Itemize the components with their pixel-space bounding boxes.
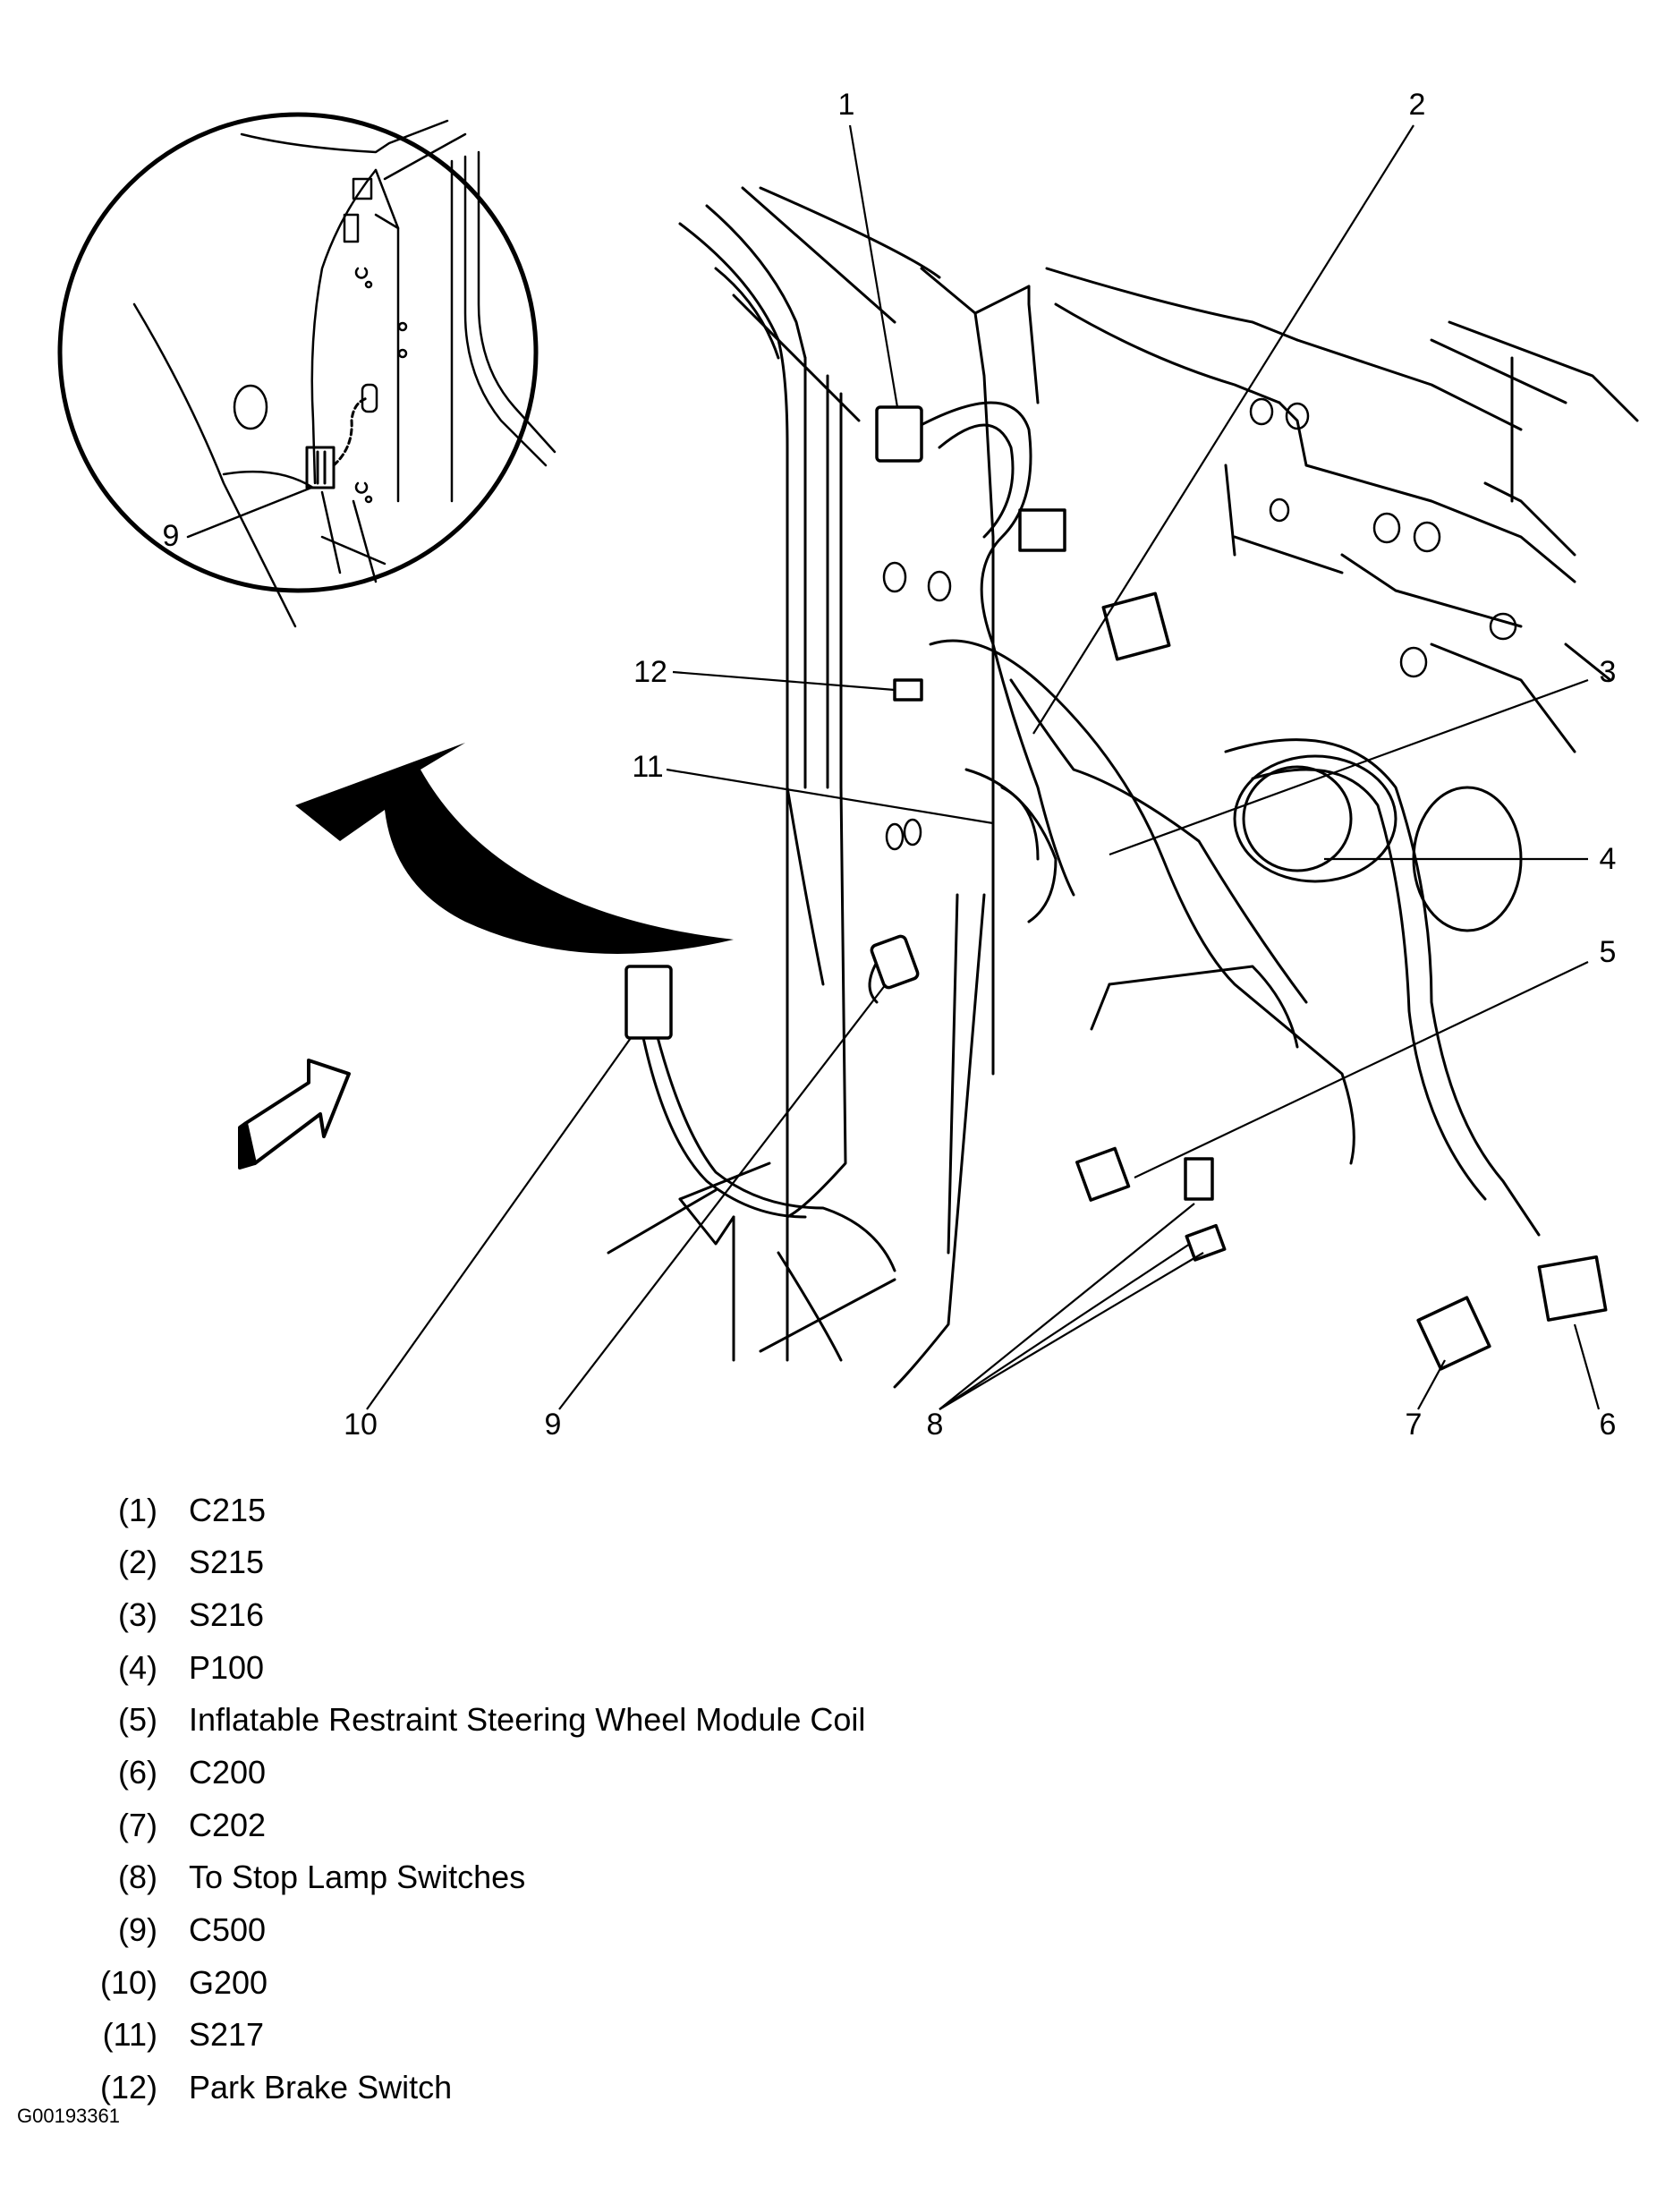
legend-text: Park Brake Switch: [189, 2069, 453, 2106]
wiring-harness: [638, 401, 1541, 1389]
legend-text: P100: [189, 1649, 265, 1686]
connector-c202: [1416, 1296, 1491, 1371]
callout-12: 12: [633, 655, 667, 689]
legend-text: Inflatable Restraint Steering Wheel Modu…: [189, 1701, 866, 1738]
connectors: [624, 405, 1608, 1371]
callout-11: 11: [632, 750, 664, 784]
leader-12: [672, 670, 896, 692]
legend-text: C500: [189, 1911, 267, 1948]
legend-text: S215: [189, 1544, 265, 1580]
legend-number: (10): [99, 1964, 157, 2001]
leader-7: [1417, 1359, 1446, 1410]
connector-c200: [1537, 1255, 1608, 1322]
p100-grommet: [1233, 754, 1523, 932]
legend-number: (9): [118, 1911, 157, 1948]
legend-number: (8): [118, 1859, 157, 1895]
view-direction-arrow-icon: [238, 1059, 351, 1170]
leader-lines: [366, 124, 1601, 1410]
callout-4: 4: [1599, 842, 1617, 876]
connector-stop-lamp-2: [1185, 1223, 1227, 1262]
legend-text: G200: [189, 1964, 268, 2001]
inset-leader-9: [186, 486, 313, 539]
figure-id: G00193361: [17, 2105, 120, 2127]
inset-connector-c500: [305, 396, 369, 489]
callout-7: 7: [1405, 1408, 1423, 1442]
callout-2: 2: [1408, 88, 1426, 122]
connector-stop-lamp-1: [1184, 1157, 1214, 1201]
legend-text: S217: [189, 2016, 265, 2053]
connector-s215-clip: [1018, 508, 1066, 552]
wiring-diagram: 1 2 3 4 5 6 7 8 9 10 11 12 9: [57, 88, 1639, 1442]
legend-text: C215: [189, 1492, 267, 1528]
fasteners: [882, 397, 1517, 851]
leader-8c: [939, 1252, 1204, 1410]
leader-1: [848, 124, 899, 408]
curved-detail-arrow-icon: [295, 743, 734, 954]
leader-8a: [939, 1203, 1195, 1410]
legend-number: (6): [118, 1754, 157, 1791]
legend-text: C202: [189, 1807, 267, 1843]
leader-2: [1032, 124, 1414, 735]
leader-11: [666, 768, 994, 825]
callout-8: 8: [926, 1408, 944, 1442]
legend-text: To Stop Lamp Switches: [189, 1859, 526, 1895]
connector-c215: [875, 405, 923, 463]
legend-number: (1): [118, 1492, 157, 1528]
connector-park-brake: [893, 678, 923, 702]
legend-number: (2): [118, 1544, 157, 1580]
bracket-s216: [1101, 591, 1171, 661]
legend-number: (11): [102, 2016, 157, 2053]
legend-number: (12): [99, 2069, 157, 2106]
legend-number: (7): [118, 1807, 157, 1843]
detail-inset-circle: [57, 112, 539, 593]
callout-10: 10: [344, 1408, 378, 1442]
callout-5: 5: [1599, 935, 1617, 969]
inset-body-panel: [132, 119, 556, 628]
leader-9: [558, 983, 887, 1410]
leader-3: [1109, 678, 1589, 856]
callout-3: 3: [1599, 655, 1617, 689]
leader-6: [1573, 1323, 1601, 1410]
leader-5: [1134, 961, 1589, 1178]
legend-number: (4): [118, 1649, 157, 1686]
legend-text: S216: [189, 1596, 265, 1633]
leader-10: [366, 1037, 632, 1410]
inset-callout-9: 9: [162, 519, 180, 553]
diagram-drawing: [57, 112, 1639, 1410]
legend-text: C200: [189, 1754, 267, 1791]
callout-6: 6: [1599, 1408, 1617, 1442]
legend-number: (3): [118, 1596, 157, 1633]
connector-c500: [870, 934, 920, 990]
leader-8b: [939, 1243, 1191, 1410]
vehicle-body-structure: [607, 186, 1639, 1362]
legend-number: (5): [118, 1701, 157, 1738]
connector-coil: [1075, 1146, 1131, 1202]
callout-1: 1: [837, 88, 855, 122]
connector-g200: [624, 965, 673, 1040]
callout-9: 9: [544, 1408, 562, 1442]
